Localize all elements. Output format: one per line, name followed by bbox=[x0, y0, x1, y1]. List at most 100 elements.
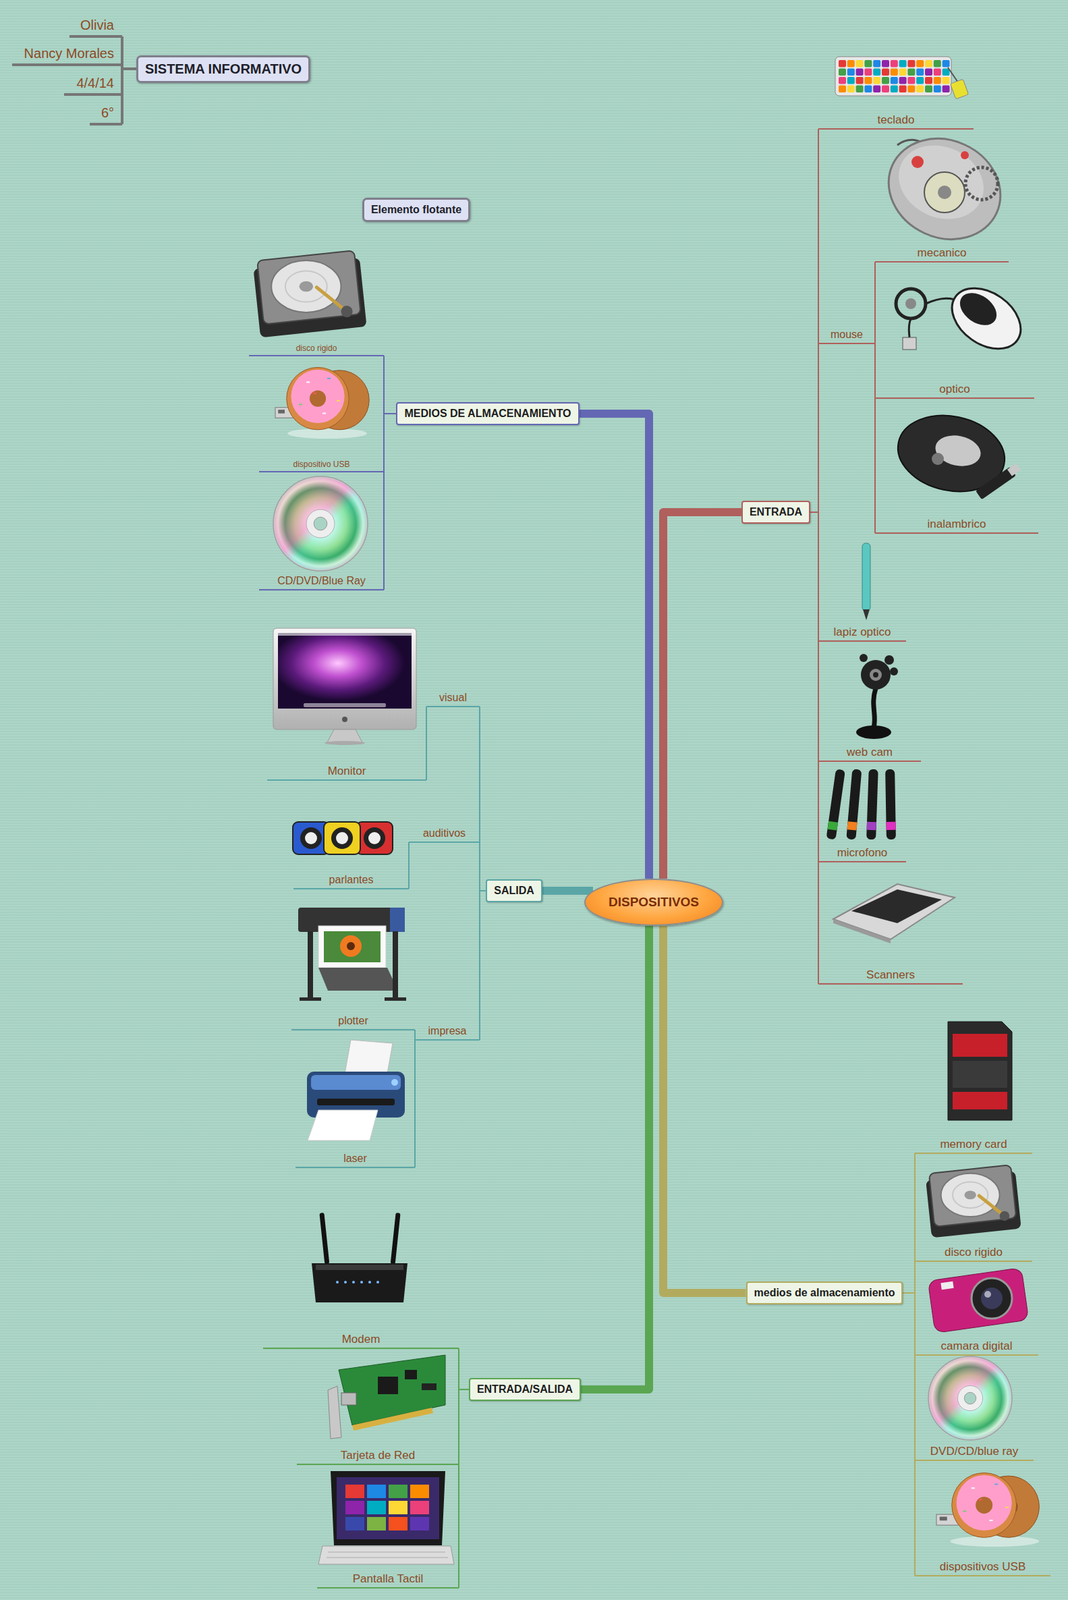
modem-picture-part bbox=[368, 1280, 372, 1284]
keyboard-picture-part bbox=[847, 68, 855, 77]
branch-connector bbox=[458, 1389, 469, 1588]
topic-text: Elemento flotante bbox=[371, 203, 462, 216]
network-card-picture-part bbox=[377, 1376, 399, 1394]
network-card-picture-part bbox=[341, 1392, 357, 1405]
light-pen-picture bbox=[862, 543, 871, 621]
hard-disk-picture-part bbox=[257, 250, 361, 324]
network-card-picture-part bbox=[404, 1369, 417, 1380]
optical-disc-picture-part bbox=[929, 1356, 1012, 1440]
branch-connector bbox=[810, 512, 819, 984]
usb-donut-picture-part bbox=[1005, 1506, 1009, 1508]
mechanical-mouse-picture-part bbox=[872, 120, 1018, 258]
light-pen-picture-part bbox=[862, 543, 871, 611]
digital-camera-picture-part bbox=[971, 1277, 1013, 1319]
connector-layer bbox=[122, 36, 915, 1588]
subtopic-label: 4/4/14 bbox=[64, 74, 123, 96]
speakers-picture-part bbox=[363, 827, 386, 849]
webcam-picture-part bbox=[889, 667, 898, 676]
monitor-picture-part bbox=[324, 740, 365, 745]
keyboard-picture-part bbox=[864, 76, 872, 85]
usb-donut-picture-part bbox=[956, 1474, 1013, 1531]
hard-disk-picture-part bbox=[285, 270, 328, 302]
webcam-picture bbox=[856, 653, 898, 739]
mechanical-mouse-picture-part bbox=[965, 167, 998, 200]
usb-donut-picture-part bbox=[949, 1535, 1039, 1547]
keyboard-picture-part bbox=[847, 76, 855, 85]
topic-text: disco rigido bbox=[250, 343, 383, 354]
tablet-picture bbox=[318, 1470, 455, 1564]
optical-disc-picture-part bbox=[964, 1391, 976, 1404]
webcam-picture-part bbox=[860, 659, 891, 690]
hard-disk-picture bbox=[925, 1164, 1022, 1238]
topic-text: Pantalla Tactil bbox=[318, 1571, 458, 1586]
usb-donut-picture-part bbox=[939, 1516, 948, 1521]
topic-text: SALIDA bbox=[493, 884, 535, 897]
usb-donut-picture-part bbox=[978, 1498, 983, 1500]
digital-camera-picture-part bbox=[927, 1267, 1029, 1334]
tablet-picture-part bbox=[367, 1484, 386, 1498]
branch-connector bbox=[425, 706, 428, 780]
keyboard-picture-part bbox=[924, 68, 933, 77]
branch-connector bbox=[479, 890, 486, 1040]
usb-donut-picture bbox=[936, 1472, 1039, 1547]
hard-disk-picture-part bbox=[340, 305, 353, 318]
topic-text: visual bbox=[427, 690, 479, 705]
scanner-picture-part bbox=[833, 918, 891, 944]
subtopic-label: 6° bbox=[89, 104, 123, 126]
topic-text: mecanico bbox=[876, 245, 1008, 260]
subtopic-label: microfono bbox=[818, 845, 907, 863]
subtopic-label: Scanners bbox=[818, 967, 963, 985]
subtopic-label: optico bbox=[875, 381, 1035, 399]
tablet-picture-part bbox=[326, 1557, 448, 1558]
keyboard-picture-part bbox=[873, 76, 881, 85]
monitor-picture-part bbox=[277, 632, 412, 636]
keyboard-picture-part bbox=[890, 85, 898, 94]
tablet-picture-part bbox=[388, 1516, 408, 1531]
optical-disc-picture-part bbox=[928, 1356, 1013, 1440]
keyboard-picture-part bbox=[890, 76, 898, 85]
plotter-picture-part bbox=[299, 997, 322, 1001]
branch-connector bbox=[458, 1389, 469, 1465]
digital-camera-picture-part bbox=[940, 1281, 954, 1290]
keyboard-picture-part bbox=[856, 76, 864, 85]
wireless-mouse-picture bbox=[890, 406, 1021, 502]
keyboard-picture-part bbox=[907, 68, 915, 77]
memory-card-picture-part bbox=[952, 1060, 1008, 1088]
keyboard-picture-part bbox=[847, 85, 855, 94]
plotter-picture-part bbox=[384, 997, 407, 1001]
subtopic-label: laser bbox=[295, 1151, 415, 1168]
branch-topic-box: SALIDA bbox=[485, 879, 543, 903]
microphones-picture-part bbox=[847, 821, 858, 830]
printer-picture-part bbox=[391, 1078, 399, 1086]
speakers-picture-part bbox=[335, 831, 349, 845]
keyboard-picture-part bbox=[873, 68, 881, 77]
optical-disc-picture-part bbox=[306, 509, 335, 538]
branch-connector bbox=[874, 261, 876, 344]
monitor-picture-part bbox=[327, 729, 363, 743]
usb-donut-picture-part bbox=[298, 403, 303, 405]
microphones-picture-part bbox=[866, 769, 879, 840]
usb-donut-picture bbox=[275, 367, 370, 439]
network-card-picture-part bbox=[421, 1383, 437, 1390]
subtopic-label: disco rigido bbox=[248, 343, 384, 357]
microphones-picture-part bbox=[885, 769, 896, 840]
hard-disk-picture bbox=[253, 250, 367, 338]
hard-disk-picture-part bbox=[964, 1190, 976, 1199]
main-branch-line bbox=[663, 925, 747, 1293]
subtopic-label: lapiz optico bbox=[818, 624, 907, 642]
branch-connector bbox=[810, 512, 819, 862]
tablet-picture-part bbox=[410, 1516, 430, 1531]
plotter-picture-part bbox=[392, 931, 399, 999]
keyboard-picture-part bbox=[907, 76, 915, 85]
subtopic-label: web cam bbox=[818, 744, 921, 762]
light-pen-picture-part bbox=[862, 609, 870, 621]
topic-text: dispositivos USB bbox=[916, 1559, 1050, 1574]
topic-text: dispositivo USB bbox=[260, 459, 383, 470]
keyboard-picture-part bbox=[881, 85, 890, 94]
keyboard-picture-part bbox=[864, 85, 872, 94]
modem-picture-part bbox=[344, 1280, 347, 1284]
main-branch-line bbox=[580, 925, 650, 1390]
topic-text: laser bbox=[296, 1151, 414, 1166]
network-card-picture bbox=[327, 1354, 446, 1439]
